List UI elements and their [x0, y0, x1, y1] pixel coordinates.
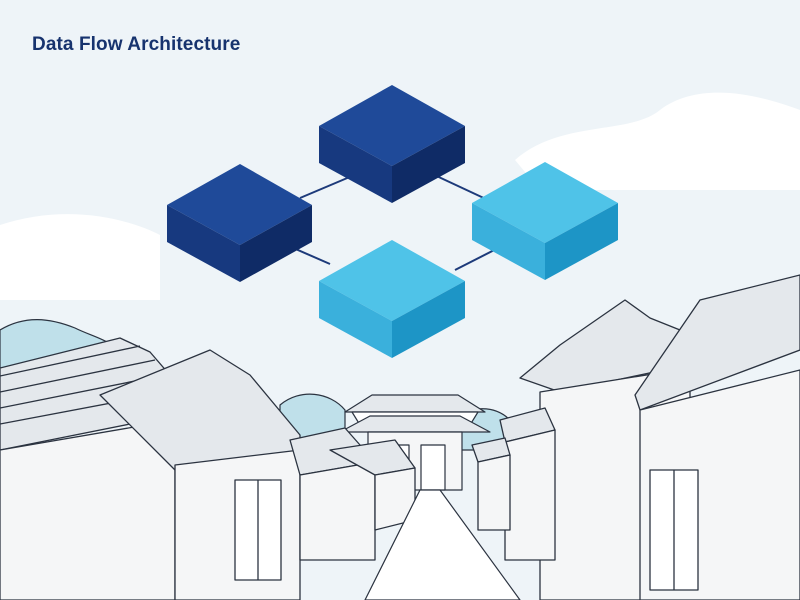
- node-bottom: [319, 240, 465, 358]
- node-top: [319, 85, 465, 203]
- cloud: [515, 92, 800, 190]
- diagram-title: Data Flow Architecture: [32, 34, 241, 55]
- right-houses: [471, 274, 800, 600]
- connector-left-top: [299, 175, 353, 199]
- node-left: [167, 164, 312, 282]
- street: [364, 489, 521, 600]
- cloud: [0, 214, 160, 300]
- node-right: [472, 162, 618, 280]
- left-houses: [0, 337, 416, 600]
